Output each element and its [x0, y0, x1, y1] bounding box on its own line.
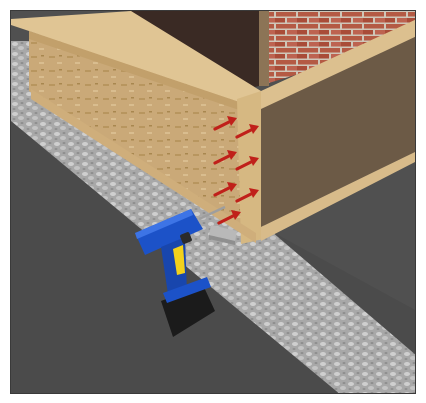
- illustration-frame: [10, 10, 416, 394]
- brick-corner-trim: [259, 11, 269, 86]
- timber-wall-illustration: [11, 11, 416, 394]
